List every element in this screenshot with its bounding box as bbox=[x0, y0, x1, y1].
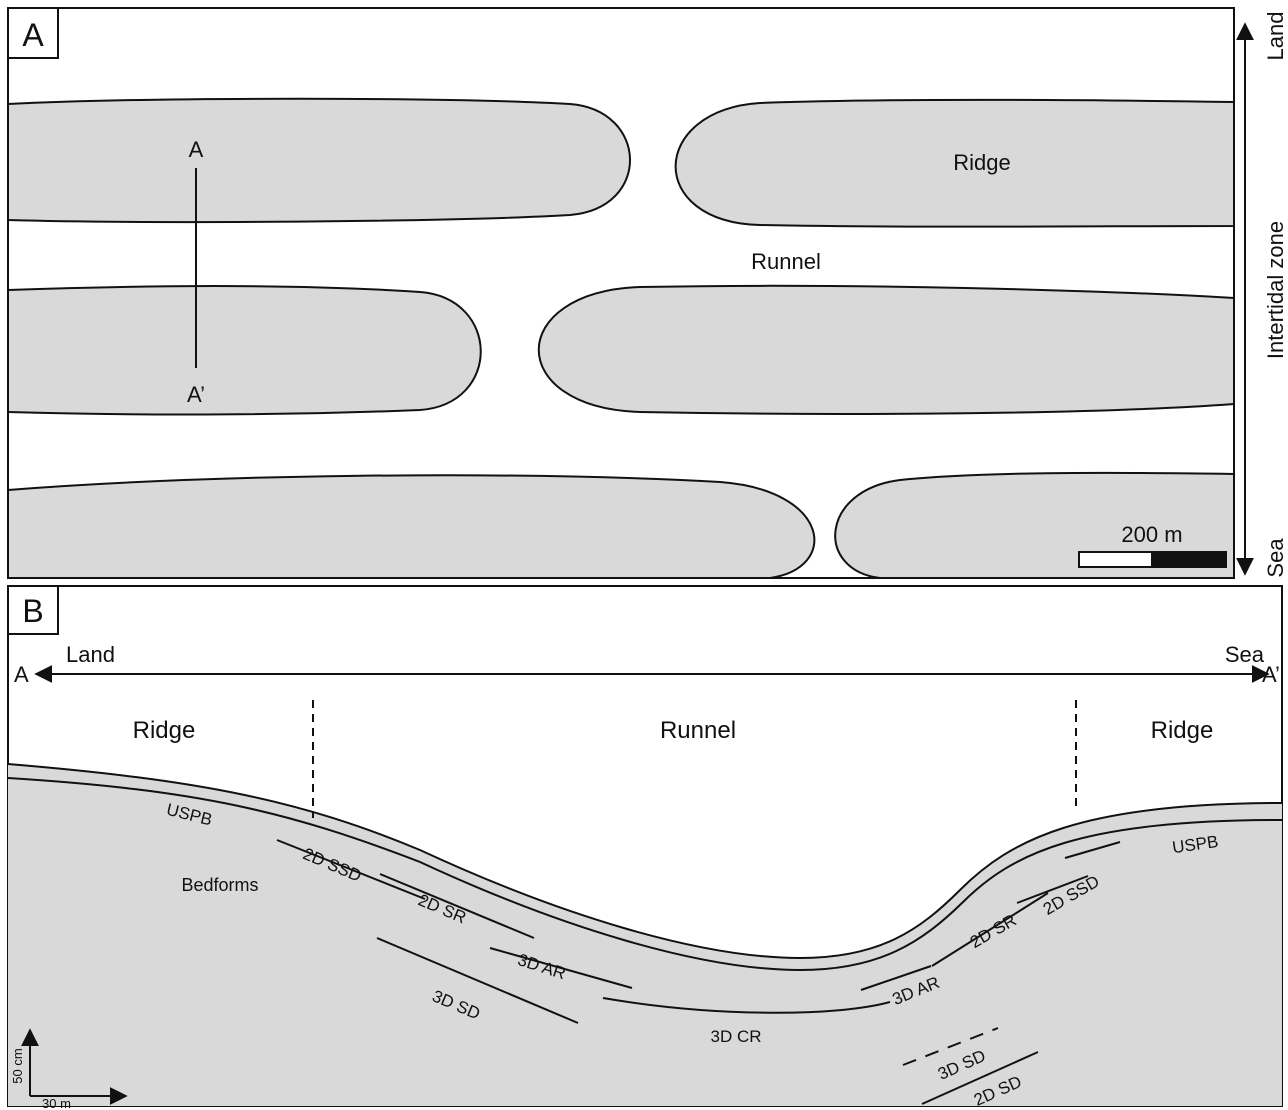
zone-right-ridge: Ridge bbox=[1151, 717, 1214, 744]
bedform-boundary-sd-right-dashed bbox=[902, 1027, 999, 1066]
bedform-boundary-sr-left bbox=[379, 873, 535, 939]
ridge-shape bbox=[7, 285, 482, 416]
axis-sea-label: Sea bbox=[1263, 538, 1288, 578]
horizontal-scale-label: 30 m bbox=[42, 1096, 71, 1110]
bedform-boundary-ssd-right bbox=[1016, 875, 1089, 904]
bedform-boundary-sd2-right bbox=[921, 1051, 1039, 1105]
panel-b-letter: B bbox=[22, 593, 43, 629]
scale-bar-white bbox=[1078, 551, 1153, 568]
bedform-boundary-ar-right bbox=[860, 965, 932, 991]
panel-b-letter-box bbox=[7, 585, 59, 635]
bedforms-label: Bedforms bbox=[181, 875, 258, 895]
section-right-end: A’ bbox=[1262, 662, 1280, 687]
scale-bar-black bbox=[1151, 551, 1227, 568]
axis-land-label: Land bbox=[1263, 12, 1288, 61]
ridge-shape bbox=[537, 284, 1235, 415]
vertical-scale-label: 50 cm bbox=[10, 1048, 25, 1083]
section-start-label: A bbox=[189, 137, 204, 162]
ridge-shape bbox=[7, 474, 816, 579]
zone-left-ridge: Ridge bbox=[133, 717, 196, 744]
bedform-boundary-sr-right bbox=[931, 892, 1049, 967]
runnel-label: Runnel bbox=[751, 249, 821, 274]
bedform-boundary-cr bbox=[602, 997, 891, 1014]
bedform-boundary-uspb-right bbox=[1064, 841, 1121, 859]
sea-label: Sea bbox=[1225, 642, 1265, 667]
ridge-shape bbox=[674, 98, 1235, 228]
unit-label: 3D CR bbox=[710, 1027, 761, 1046]
panel-a-letter: A bbox=[22, 17, 44, 53]
section-left-end: A bbox=[14, 662, 29, 687]
surface-line bbox=[7, 763, 1283, 960]
ridge-shape bbox=[7, 97, 631, 224]
axis-intertidal-label: Intertidal zone bbox=[1263, 221, 1288, 359]
section-end-label: A’ bbox=[187, 382, 205, 407]
panel-b: A A’ Land Sea Ridge Runnel Ridge Bedform… bbox=[7, 585, 1283, 1110]
panel-a-letter-box bbox=[7, 7, 59, 59]
ridge-label: Ridge bbox=[953, 150, 1010, 175]
bedform-boundary-ssd-left bbox=[276, 839, 426, 900]
bedform-boundary-ar-left bbox=[489, 947, 633, 989]
bedform-boundary-sd-left bbox=[376, 937, 579, 1024]
panel-a: A A’ Ridge Runnel A 200 m Land Intertida… bbox=[7, 7, 1288, 579]
land-label: Land bbox=[66, 642, 115, 667]
uspb-upper-boundary bbox=[7, 777, 1283, 972]
scale-bar-label: 200 m bbox=[1121, 522, 1182, 547]
zone-runnel: Runnel bbox=[660, 717, 736, 744]
scale-bar: 200 m bbox=[1078, 522, 1227, 568]
